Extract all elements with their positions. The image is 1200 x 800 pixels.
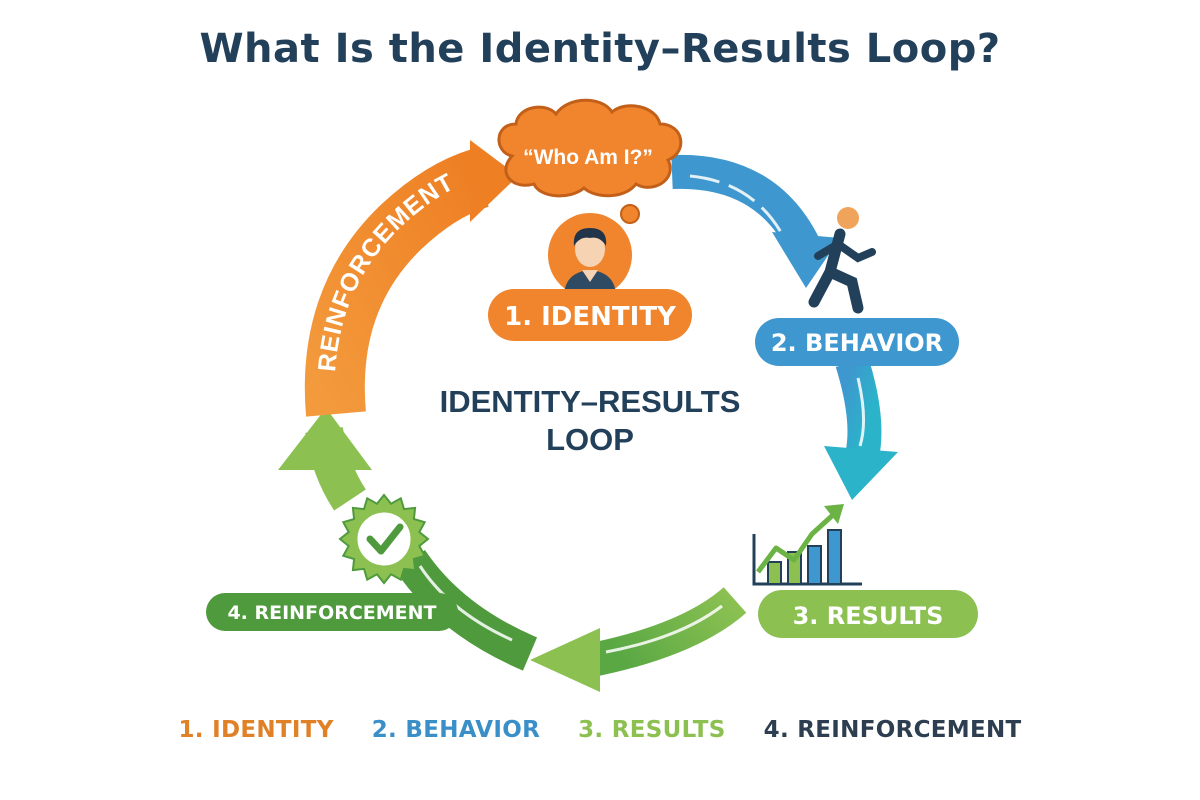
stage-pill-reinforcement: 4. REINFORCEMENT <box>206 593 458 631</box>
check-badge-icon <box>338 493 430 585</box>
stage-label-results: 3. RESULTS <box>793 602 944 630</box>
arc-results-to-reinforcement <box>530 587 747 692</box>
stage-label-identity: 1. IDENTITY <box>504 302 677 332</box>
center-label-line1: IDENTITY–RESULTS <box>440 384 741 419</box>
legend-item-behavior: 2. BEHAVIOR <box>371 717 541 743</box>
runner-icon <box>808 207 876 314</box>
arc-behavior-to-results <box>824 356 898 500</box>
arc-reinforcement-to-identity-lower <box>278 408 538 671</box>
arc-identity-to-behavior <box>671 154 840 288</box>
person-icon <box>548 213 632 297</box>
legend-item-results: 3. RESULTS <box>578 717 726 743</box>
stage-pill-results: 3. RESULTS <box>758 590 978 638</box>
legend-item-reinforcement: 4. REINFORCEMENT <box>763 717 1022 743</box>
legend: 1. IDENTITY 2. BEHAVIOR 3. RESULTS 4. RE… <box>0 717 1200 743</box>
stage-label-behavior: 2. BEHAVIOR <box>771 329 943 357</box>
stage-label-reinforcement: 4. REINFORCEMENT <box>227 602 436 624</box>
growth-chart-icon <box>752 504 862 586</box>
page-title: What Is the Identity–Results Loop? <box>199 26 1001 72</box>
stage-pill-identity: 1. IDENTITY <box>488 289 692 341</box>
stage-pill-behavior: 2. BEHAVIOR <box>755 318 959 366</box>
legend-item-identity: 1. IDENTITY <box>178 717 334 743</box>
thought-cloud-icon <box>497 98 683 238</box>
arc-reinforcement-to-identity-upper: REINFORCEMENT <box>304 140 518 417</box>
center-label-line2: LOOP <box>546 422 634 457</box>
thought-text: “Who Am I?” <box>523 146 653 169</box>
